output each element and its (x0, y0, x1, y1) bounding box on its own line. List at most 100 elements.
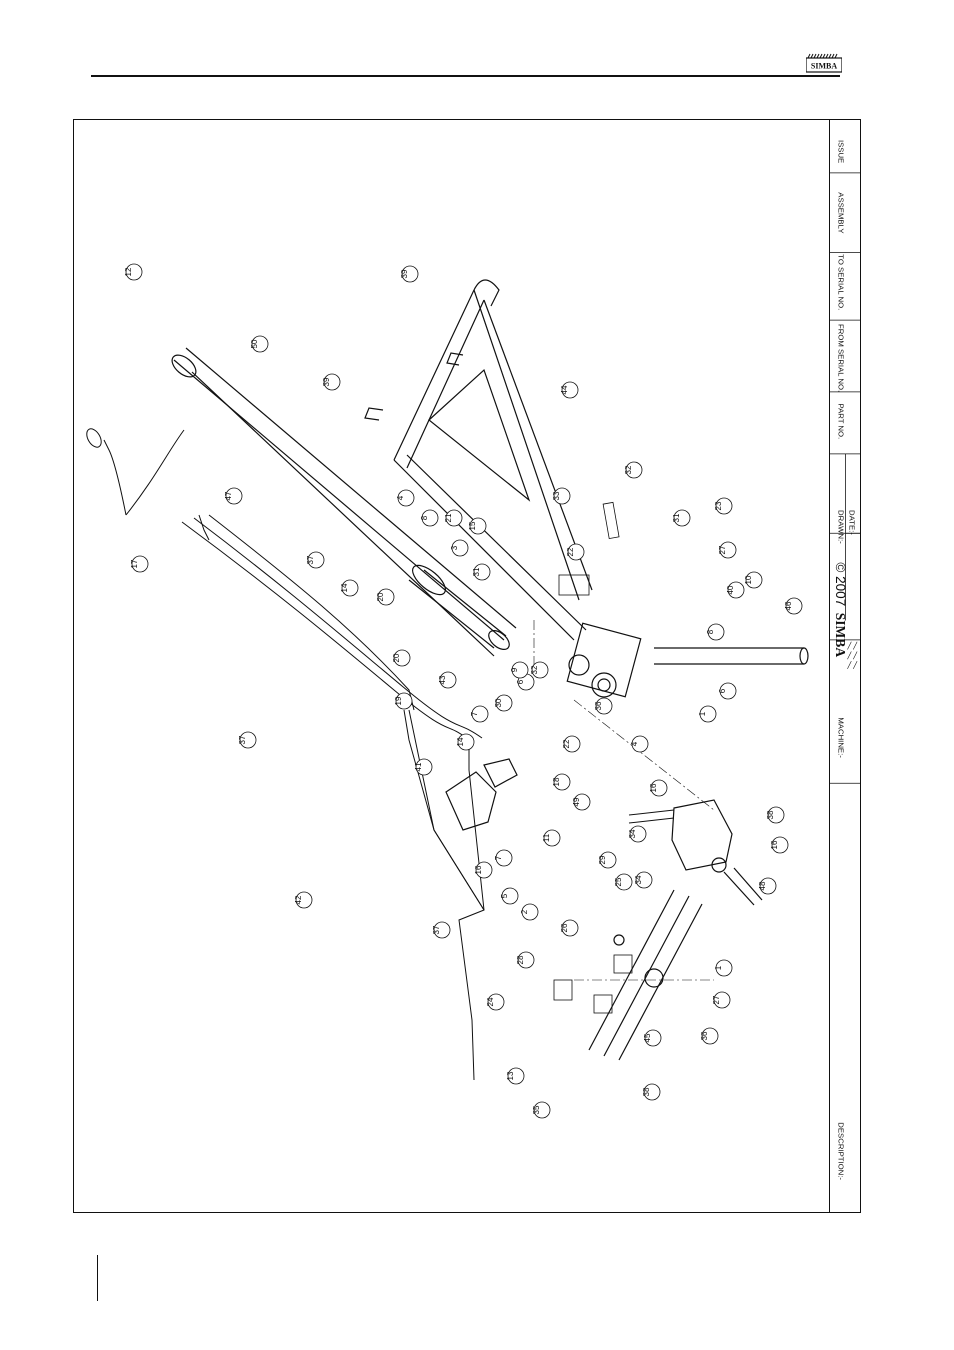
callout-16: 16 (474, 861, 493, 879)
callout-label: 7 (494, 855, 503, 860)
callout-label: 27 (718, 545, 727, 554)
callout-label: 39 (400, 269, 409, 278)
callout-label: 29 (598, 855, 607, 864)
callout-34: 34 (634, 871, 653, 889)
callout-label: 18 (552, 777, 561, 786)
callout-circle (701, 1027, 719, 1045)
center-lines (533, 620, 715, 981)
callout-circle (595, 697, 613, 715)
callout-circle (393, 649, 411, 667)
callout-31: 31 (472, 563, 491, 581)
callout-circle (521, 903, 539, 921)
callout-label: 24 (486, 997, 495, 1006)
callout-14: 14 (340, 579, 359, 597)
callout-circle (471, 705, 489, 723)
callout-circle (397, 489, 415, 507)
callout-33: 33 (552, 487, 571, 505)
callout-label: 33 (552, 491, 561, 500)
callout-4: 4 (630, 735, 649, 753)
callout-circle (295, 891, 313, 909)
callout-label: 6 (516, 679, 525, 684)
callout-label: 40 (726, 585, 735, 594)
callout-35: 35 (532, 1101, 551, 1119)
callout-label: 22 (562, 739, 571, 748)
callout-circle (629, 825, 647, 843)
callout-circle (457, 733, 475, 751)
callout-2: 2 (520, 903, 539, 921)
callout-label: 32 (530, 665, 539, 674)
callout-label: 45 (643, 1033, 652, 1042)
support-leg (654, 647, 809, 665)
callout-36: 36 (700, 1027, 719, 1045)
callout-48: 48 (758, 877, 777, 895)
callout-circle (251, 335, 269, 353)
callout-47: 47 (224, 487, 243, 505)
callout-12: 12 (124, 263, 143, 281)
callout-circle (707, 623, 725, 641)
callout-circle (615, 873, 633, 891)
callout-circle (445, 509, 463, 527)
callout-circle (567, 543, 585, 561)
callout-label: 31 (672, 513, 681, 522)
callout-45: 45 (643, 1029, 662, 1047)
callout-circle (573, 793, 591, 811)
callout-circle (599, 851, 617, 869)
callout-label: 37 (238, 735, 247, 744)
main-beam (171, 347, 517, 657)
callout-25: 25 (614, 873, 633, 891)
pin (628, 809, 675, 824)
callout-27: 27 (718, 541, 737, 559)
callout-3: 3 (450, 539, 469, 557)
brand-label: SIMBA (833, 613, 848, 658)
callout-circle (771, 836, 789, 854)
callout-circle (643, 1083, 661, 1101)
callout-label: 28 (516, 955, 525, 964)
callout-label: 30 (494, 698, 503, 707)
callout-11: 11 (542, 829, 561, 847)
callout-circle (543, 829, 561, 847)
callout-circle (323, 373, 341, 391)
callout-circle (715, 959, 733, 977)
part-no-label: PART NO. (837, 403, 846, 439)
pivot-assembly (566, 622, 642, 698)
callout-22: 22 (562, 735, 581, 753)
callout-circle (745, 571, 763, 589)
callout-circle (395, 692, 413, 710)
callout-circle (625, 461, 643, 479)
callout-38: 38 (766, 806, 785, 824)
logo-text: SIMBA (811, 62, 837, 71)
header-rule (91, 75, 840, 77)
callout-circle (495, 849, 513, 867)
callout-6: 6 (718, 682, 737, 700)
exploded-assembly-drawing: 1250393944471737374248211533132332231322… (86, 263, 809, 1119)
callout-label: 27 (712, 995, 721, 1004)
callout-14: 14 (456, 733, 475, 751)
callout-16: 16 (770, 836, 789, 854)
callout-43: 43 (438, 671, 457, 689)
callout-label: 12 (124, 267, 133, 276)
callout-circle (727, 581, 745, 599)
simba-logo: SIMBA (806, 53, 842, 73)
link-bracket (445, 758, 518, 831)
callout-4: 4 (396, 489, 415, 507)
callout-circle (125, 263, 143, 281)
hydraulic-hoses (181, 514, 485, 1081)
callout-circle (517, 951, 535, 969)
callout-8: 8 (420, 509, 439, 527)
callout-circle (563, 735, 581, 753)
callout-20: 20 (376, 588, 395, 606)
callout-circle (699, 705, 717, 723)
a-frame (364, 279, 593, 641)
callout-circle (433, 921, 451, 939)
callout-label: 48 (758, 881, 767, 890)
callout-label: 17 (130, 559, 139, 568)
callout-circle (415, 758, 433, 776)
callout-40: 40 (726, 581, 745, 599)
machine-label: MACHINE:- (837, 717, 846, 758)
callout-24: 24 (486, 993, 505, 1011)
callout-circle (767, 806, 785, 824)
callout-label: 35 (532, 1105, 541, 1114)
callout-label: 32 (624, 465, 633, 474)
callout-circle (719, 541, 737, 559)
